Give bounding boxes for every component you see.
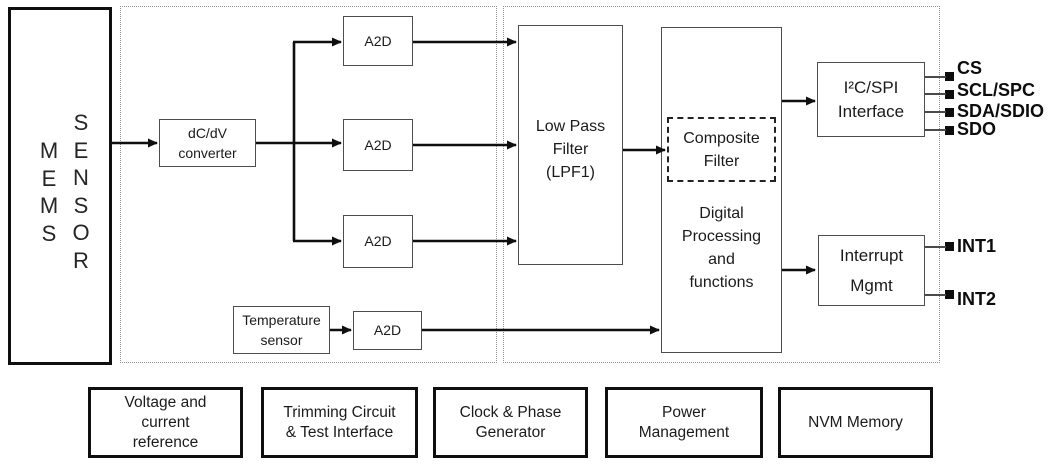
mems-letter: R [73,247,89,273]
mems-letter: E [41,165,57,191]
digproc-label-line3: and [708,251,735,268]
temp-label-line1: Temperature [242,312,321,328]
digproc-label-line4: functions [689,274,754,291]
b1-line1: Voltage and [124,393,207,411]
clock-phase-generator-block: Clock & Phase Generator [433,387,588,458]
pin-label-cs: CS [957,58,983,78]
digital-processing-label: Digital Processing and functions [662,202,781,294]
b5-line1: NVM Memory [808,413,903,431]
temperature-sensor-block: Temperature sensor [233,306,330,354]
mems-letter: O [72,220,90,245]
a2d-label: A2D [373,322,402,338]
nvm-memory-block: NVM Memory [778,387,933,458]
mems-letter: S [73,110,89,135]
mems-letter: M [39,138,59,163]
intmgmt-label-line2: Mgmt [850,275,893,295]
composite-label-line2: Filter [703,152,740,170]
b1-line2: current [141,413,190,431]
pin-label-int2: INT2 [957,289,997,309]
mems-sensor-block: M E M S S E N S O R [8,7,112,365]
lpf-label-line3: (LPF1) [546,163,595,181]
composite-filter-block: Composite Filter [667,117,776,182]
i2c-spi-interface-block: I²C/SPI Interface [817,62,925,137]
voltage-current-reference-block: Voltage and current reference [88,387,243,458]
a2d-block-3: A2D [343,215,413,268]
intmgmt-label-line1: Interrupt [839,245,904,265]
pin-square-cs [945,72,954,81]
mems-letter: S [41,220,57,246]
i2cspi-label-line2: Interface [837,101,905,121]
a2d-block-temp: A2D [353,311,422,350]
dcdv-converter-block: dC/dV converter [159,119,256,167]
pin-square-sdo [945,126,954,135]
b3-line2: Generator [475,423,546,441]
a2d-label: A2D [364,32,392,49]
lpf-label-line2: Filter [552,140,589,158]
pin-label-sda: SDA/SDIO [957,101,1045,121]
digproc-label-line1: Digital [699,205,744,222]
pin-label-int1: INT1 [957,236,997,256]
mems-letter: N [73,165,89,190]
interrupt-mgmt-block: Interrupt Mgmt [818,235,925,306]
pin-square-scl [945,90,954,99]
b2-line1: Trimming Circuit [283,403,396,421]
mems-letter: M [39,193,59,218]
b1-line3: reference [132,433,199,451]
a2d-label: A2D [364,136,392,153]
digproc-label-line2: Processing [681,228,762,245]
a2d-block-1: A2D [343,16,413,66]
b4-line2: Management [638,423,730,441]
power-management-block: Power Management [605,387,763,458]
digital-region [503,6,940,363]
analog-region [120,6,497,363]
b2-line2: & Test Interface [285,423,394,441]
digital-processing-block: Composite Filter Digital Processing and … [661,27,782,353]
b3-line1: Clock & Phase [459,403,562,421]
pin-label-sdo: SDO [957,119,997,139]
i2cspi-label-line1: I²C/SPI [843,77,899,97]
a2d-block-2: A2D [343,119,413,171]
mems-letter: E [73,137,89,163]
mems-letters-col2: S E N S O R [65,109,97,274]
mems-letter: S [73,192,89,218]
pin-label-scl: SCL/SPC [957,80,1036,100]
pin-square-int1 [945,242,954,251]
mems-letters-col1: M E M S [33,137,65,247]
trimming-circuit-block: Trimming Circuit & Test Interface [261,387,418,458]
b4-line1: Power [662,403,706,421]
pin-square-sda [945,108,954,117]
dcdv-label-line1: dC/dV [188,125,227,141]
a2d-label: A2D [364,233,392,249]
low-pass-filter-block: Low Pass Filter (LPF1) [518,25,623,265]
composite-label-line1: Composite [683,129,760,147]
lpf-label-line1: Low Pass [535,117,606,135]
pin-square-int2 [945,290,954,299]
temp-label-line2: sensor [260,332,303,348]
dcdv-label-line2: converter [178,145,237,161]
